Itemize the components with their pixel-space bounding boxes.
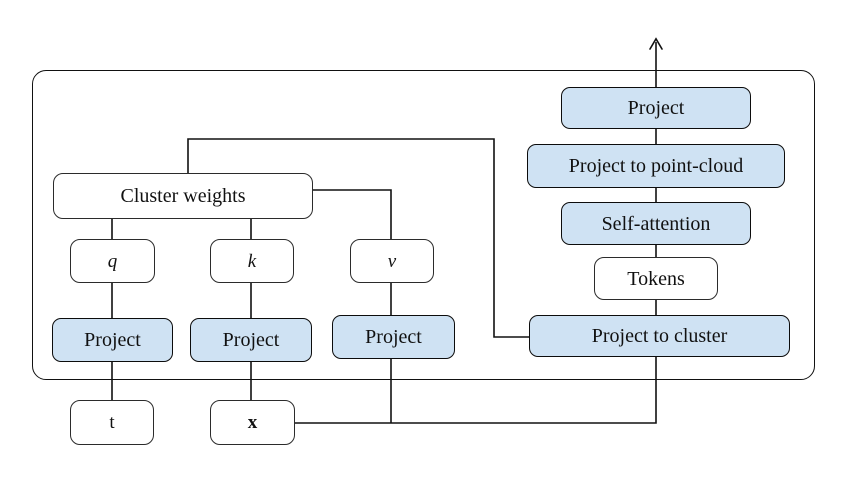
node-project-k: Project (190, 318, 312, 362)
node-self-attention-label: Self-attention (601, 212, 711, 235)
node-project-output: Project (561, 87, 751, 129)
node-t-label: t (109, 412, 115, 433)
node-v-label: v (387, 250, 397, 272)
node-project-output-label: Project (627, 97, 685, 119)
node-k: k (210, 239, 294, 283)
node-project-to-point-cloud: Project to point-cloud (527, 144, 785, 188)
node-tokens-label: Tokens (627, 267, 685, 290)
wire-clusterweights-to-v (313, 189, 392, 239)
node-k-label: k (247, 250, 257, 272)
node-project-to-point-cloud-label: Project to point-cloud (568, 155, 744, 177)
node-tokens: Tokens (594, 257, 718, 300)
node-project-k-label: Project (222, 329, 280, 351)
node-cluster-weights-label: Cluster weights (120, 185, 246, 207)
node-x-label: x (247, 412, 258, 433)
node-q: q (70, 239, 155, 283)
node-cluster-weights: Cluster weights (53, 173, 313, 219)
node-project-q-label: Project (84, 329, 141, 351)
node-x: x (210, 400, 295, 445)
node-project-q: Project (52, 318, 173, 362)
wire-clusterweights-to-project-to-cluster (187, 138, 529, 338)
block-boundary (32, 70, 815, 380)
node-project-to-cluster-label: Project to cluster (591, 325, 728, 347)
node-project-v-label: Project (365, 326, 422, 348)
node-t: t (70, 400, 154, 445)
node-q-label: q (107, 250, 118, 272)
node-project-to-cluster: Project to cluster (529, 315, 790, 357)
up-arrow-icon (649, 37, 663, 50)
node-project-v: Project (332, 315, 455, 359)
node-v: v (350, 239, 434, 283)
node-self-attention: Self-attention (561, 202, 751, 245)
